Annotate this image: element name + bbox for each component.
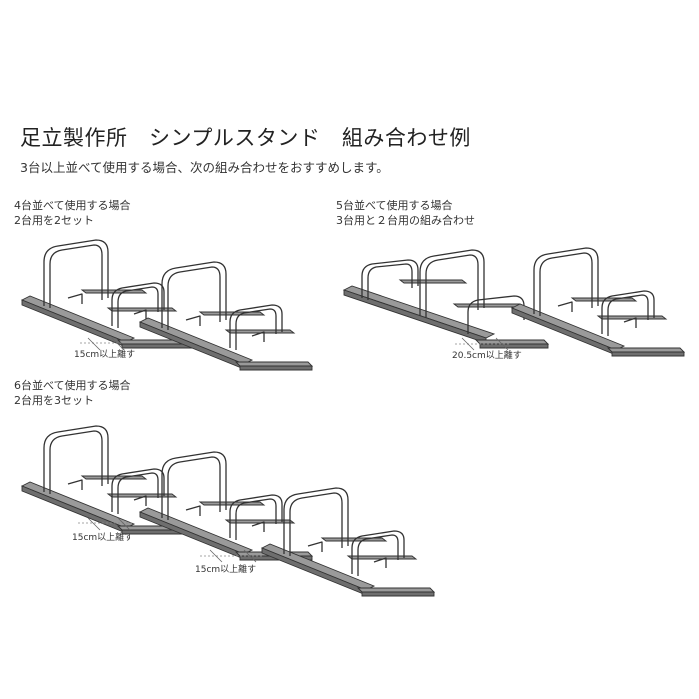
example-6-diagram	[21, 425, 435, 597]
example-4-distance-label: 15cm以上離す	[74, 350, 136, 360]
example-4-diagram	[21, 239, 313, 371]
example-6-line1: 6台並べて使用する場合	[14, 379, 131, 392]
example-4-line2: 2台用を2セット	[14, 214, 94, 227]
page-subtitle: 3台以上並べて使用する場合、次の組み合わせをおすすめします。	[20, 160, 389, 175]
bicycle-stand-2-slot-icon	[261, 487, 435, 597]
example-5-caption: 5台並べて使用する場合 3台用と２台用の組み合わせ	[336, 198, 475, 228]
page-title: 足立製作所 シンプルスタンド 組み合わせ例	[20, 126, 471, 150]
example-5-distance-label: 20.5cm以上離す	[452, 351, 522, 361]
bicycle-stand-2-slot-icon	[139, 261, 313, 371]
example-6-distance-label-1: 15cm以上離す	[72, 533, 134, 543]
example-4-caption: 4台並べて使用する場合 2台用を2セット	[14, 198, 131, 228]
example-6-caption: 6台並べて使用する場合 2台用を3セット	[14, 378, 131, 408]
bicycle-stand-2-slot-icon	[139, 451, 313, 561]
example-5-line2: 3台用と２台用の組み合わせ	[336, 214, 475, 227]
bicycle-stand-3-slot-icon	[343, 249, 549, 349]
example-6-distance-label-2: 15cm以上離す	[195, 565, 257, 575]
example-5-line1: 5台並べて使用する場合	[336, 199, 453, 212]
example-4-line1: 4台並べて使用する場合	[14, 199, 131, 212]
example-5-diagram	[343, 247, 685, 357]
example-6-line2: 2台用を3セット	[14, 394, 94, 407]
